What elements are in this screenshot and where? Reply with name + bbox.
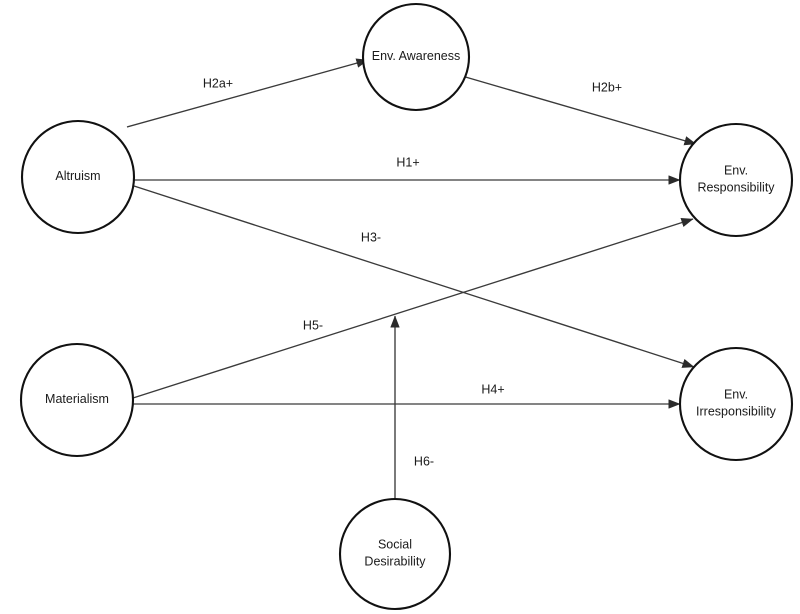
node-env-irresponsibility[interactable]: Env.Irresponsibility	[678, 346, 794, 462]
edge-label-h1: H1+	[396, 155, 419, 169]
node-materialism[interactable]: Materialism	[19, 342, 135, 458]
edges-layer	[126, 58, 697, 499]
node-env-awareness[interactable]: Env. Awareness	[361, 2, 471, 112]
nodes-layer: Altruism Env. Awareness Env.Responsibili…	[19, 2, 794, 611]
edge-label-h4: H4+	[481, 382, 504, 396]
edge-label-h2a: H2a+	[203, 76, 233, 90]
node-env-responsibility-label: Env.Responsibility	[697, 164, 775, 195]
edge-label-h5: H5-	[303, 318, 323, 332]
edge-h2b-line[interactable]	[461, 75, 697, 146]
node-materialism-circle[interactable]	[19, 342, 135, 458]
node-altruism-circle[interactable]	[20, 119, 136, 235]
edge-labels-layer: H2a+ H2b+ H1+ H3- H5- H4+ H6-	[201, 74, 624, 470]
edge-h2a-line[interactable]	[126, 58, 369, 128]
edge-label-h3: H3-	[361, 230, 381, 244]
node-env-awareness-label: Env. Awareness	[372, 49, 460, 63]
edge-h5-line[interactable]	[132, 218, 694, 399]
edge-label-h6: H6-	[414, 454, 434, 468]
node-env-irresponsibility-circle[interactable]	[678, 346, 794, 462]
node-env-irresponsibility-label: Env.Irresponsibility	[696, 388, 777, 419]
node-env-responsibility[interactable]: Env.Responsibility	[678, 122, 794, 238]
node-social-desirability-circle[interactable]	[338, 497, 452, 611]
node-altruism[interactable]: Altruism	[20, 119, 136, 235]
node-env-awareness-circle[interactable]	[361, 2, 471, 112]
node-altruism-label: Altruism	[55, 169, 100, 183]
node-env-responsibility-circle[interactable]	[678, 122, 794, 238]
edge-h3-line[interactable]	[133, 185, 695, 368]
edge-label-h2b: H2b+	[592, 80, 622, 94]
node-materialism-label: Materialism	[45, 392, 109, 406]
